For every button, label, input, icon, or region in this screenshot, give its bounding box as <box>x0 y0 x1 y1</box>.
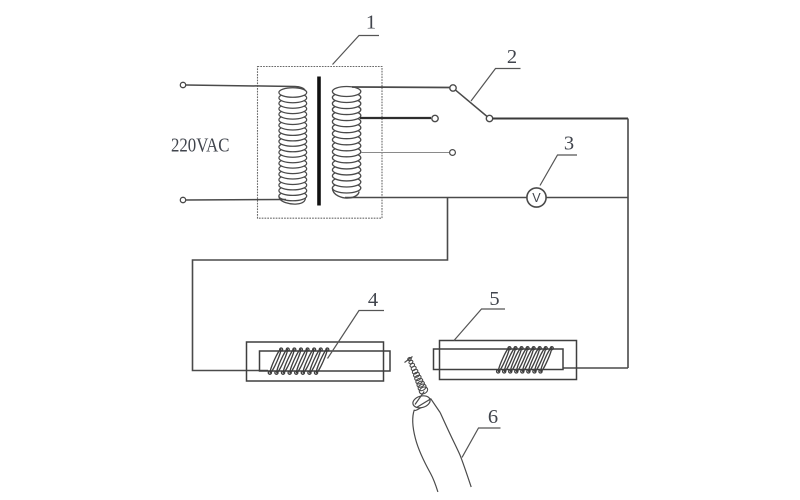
svg-text:4: 4 <box>368 289 378 311</box>
svg-text:6: 6 <box>488 406 498 428</box>
svg-text:2: 2 <box>507 46 517 68</box>
svg-text:220VAC: 220VAC <box>171 135 230 157</box>
svg-text:V: V <box>532 191 541 205</box>
svg-text:5: 5 <box>489 288 499 310</box>
svg-text:3: 3 <box>564 133 574 155</box>
svg-text:1: 1 <box>366 12 376 34</box>
